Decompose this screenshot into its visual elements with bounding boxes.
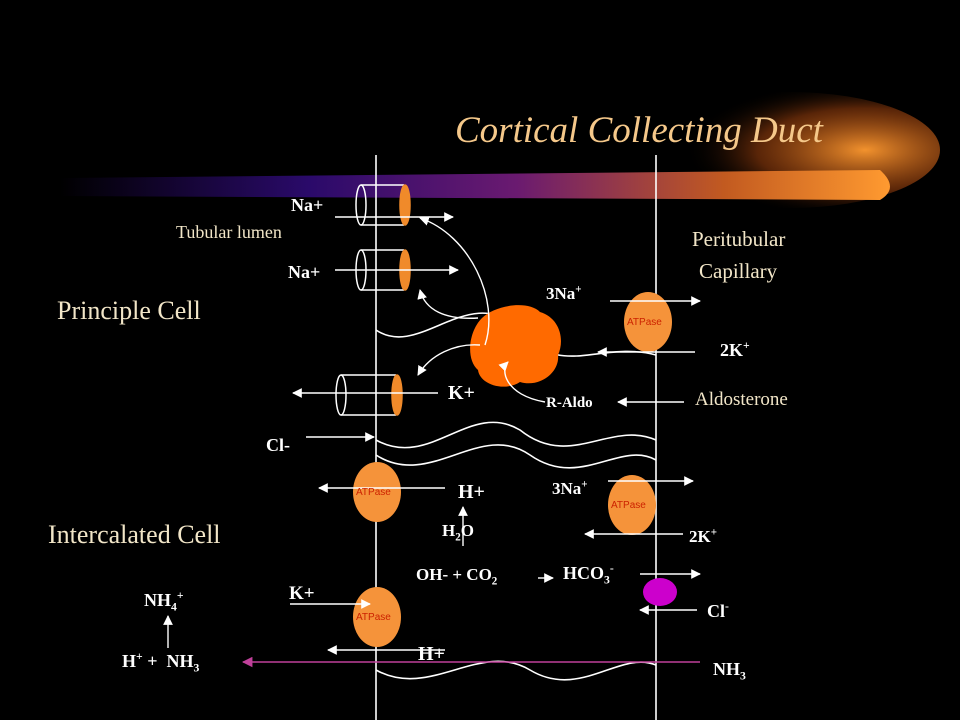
label-h2o: H2O bbox=[442, 521, 474, 544]
label-h-plus-nh3: H+ + NH3 bbox=[122, 650, 200, 675]
nucleus-to-kchannel-arrow bbox=[417, 344, 481, 376]
label-three-na-top: 3Na+ bbox=[546, 283, 582, 303]
atpase-pump-intercalated-luminal-top bbox=[353, 462, 401, 522]
arrows bbox=[163, 212, 701, 655]
label-k-intercalated: K+ bbox=[289, 583, 315, 604]
label-two-k-top: 2K+ bbox=[720, 339, 750, 360]
label-peritubular: Peritubular bbox=[692, 227, 786, 251]
hco3-cl-exchanger bbox=[643, 578, 677, 606]
label-cl-right: Cl- bbox=[707, 600, 729, 621]
slide-title: Cortical Collecting Duct bbox=[455, 110, 823, 151]
label-capillary: Capillary bbox=[699, 259, 778, 283]
label-h-bottom: H+ bbox=[418, 643, 445, 665]
label-oh-co2: OH- + CO2 bbox=[416, 565, 498, 588]
label-nh4: NH4+ bbox=[144, 589, 184, 614]
label-na-top: Na+ bbox=[291, 195, 324, 215]
na-channel-top bbox=[355, 184, 411, 226]
aldo-to-nucleus-arrow bbox=[498, 361, 546, 403]
atpase-pump-intercalated-basolateral bbox=[608, 475, 656, 535]
label-tubular-lumen: Tubular lumen bbox=[176, 222, 282, 242]
label-h-top: H+ bbox=[458, 481, 485, 503]
label-atpase-luminal-bottom: ATPase bbox=[356, 612, 391, 623]
label-principle-cell: Principle Cell bbox=[57, 296, 201, 325]
bottom-boundary bbox=[375, 660, 657, 681]
membranes bbox=[375, 155, 657, 720]
label-atpase-luminal-top: ATPase bbox=[356, 487, 391, 498]
label-cl-lumen: Cl- bbox=[266, 435, 290, 455]
label-three-na-bot: 3Na+ bbox=[552, 478, 588, 498]
label-atpase-basolateral: ATPase bbox=[611, 500, 646, 511]
label-r-aldo: R-Aldo bbox=[546, 395, 593, 411]
label-aldosterone: Aldosterone bbox=[695, 389, 788, 410]
aldosterone-receptor bbox=[470, 305, 561, 387]
label-nh3-right: NH3 bbox=[713, 659, 746, 683]
label-intercalated-cell: Intercalated Cell bbox=[48, 520, 221, 549]
cell-boundary bbox=[375, 421, 657, 469]
atpase-pump-principal bbox=[624, 292, 672, 352]
nucleus-to-channel2-arrow bbox=[417, 289, 479, 319]
label-na-second: Na+ bbox=[288, 262, 321, 282]
nucleus-to-channel-arrow bbox=[419, 216, 490, 346]
label-hco3: HCO3- bbox=[563, 562, 614, 587]
k-channel bbox=[335, 374, 403, 416]
label-k-principal: K+ bbox=[448, 382, 475, 404]
label-atpase-principal: ATPase bbox=[627, 317, 662, 328]
label-two-k-bot: 2K+ bbox=[689, 526, 718, 546]
title-streak bbox=[60, 92, 940, 208]
